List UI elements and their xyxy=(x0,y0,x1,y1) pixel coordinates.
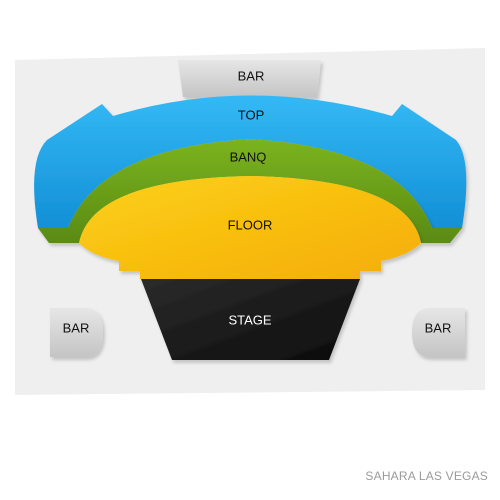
section-bar-right[interactable] xyxy=(412,308,465,357)
banq-label: BANQ xyxy=(230,149,267,164)
section-floor[interactable] xyxy=(79,176,421,279)
section-banq[interactable] xyxy=(38,139,462,243)
section-bar-left[interactable] xyxy=(50,308,103,357)
top-label: TOP xyxy=(238,107,265,122)
stage xyxy=(141,279,360,360)
bar-right-label: BAR xyxy=(425,320,452,335)
bar-top-label: BAR xyxy=(238,68,265,83)
section-bar-top[interactable] xyxy=(178,60,321,97)
venue-name: SAHARA LAS VEGAS xyxy=(365,469,488,483)
bar-left-label: BAR xyxy=(63,320,90,335)
stage-label: STAGE xyxy=(228,312,271,327)
section-top[interactable] xyxy=(34,95,467,229)
floor-label: FLOOR xyxy=(228,217,273,232)
